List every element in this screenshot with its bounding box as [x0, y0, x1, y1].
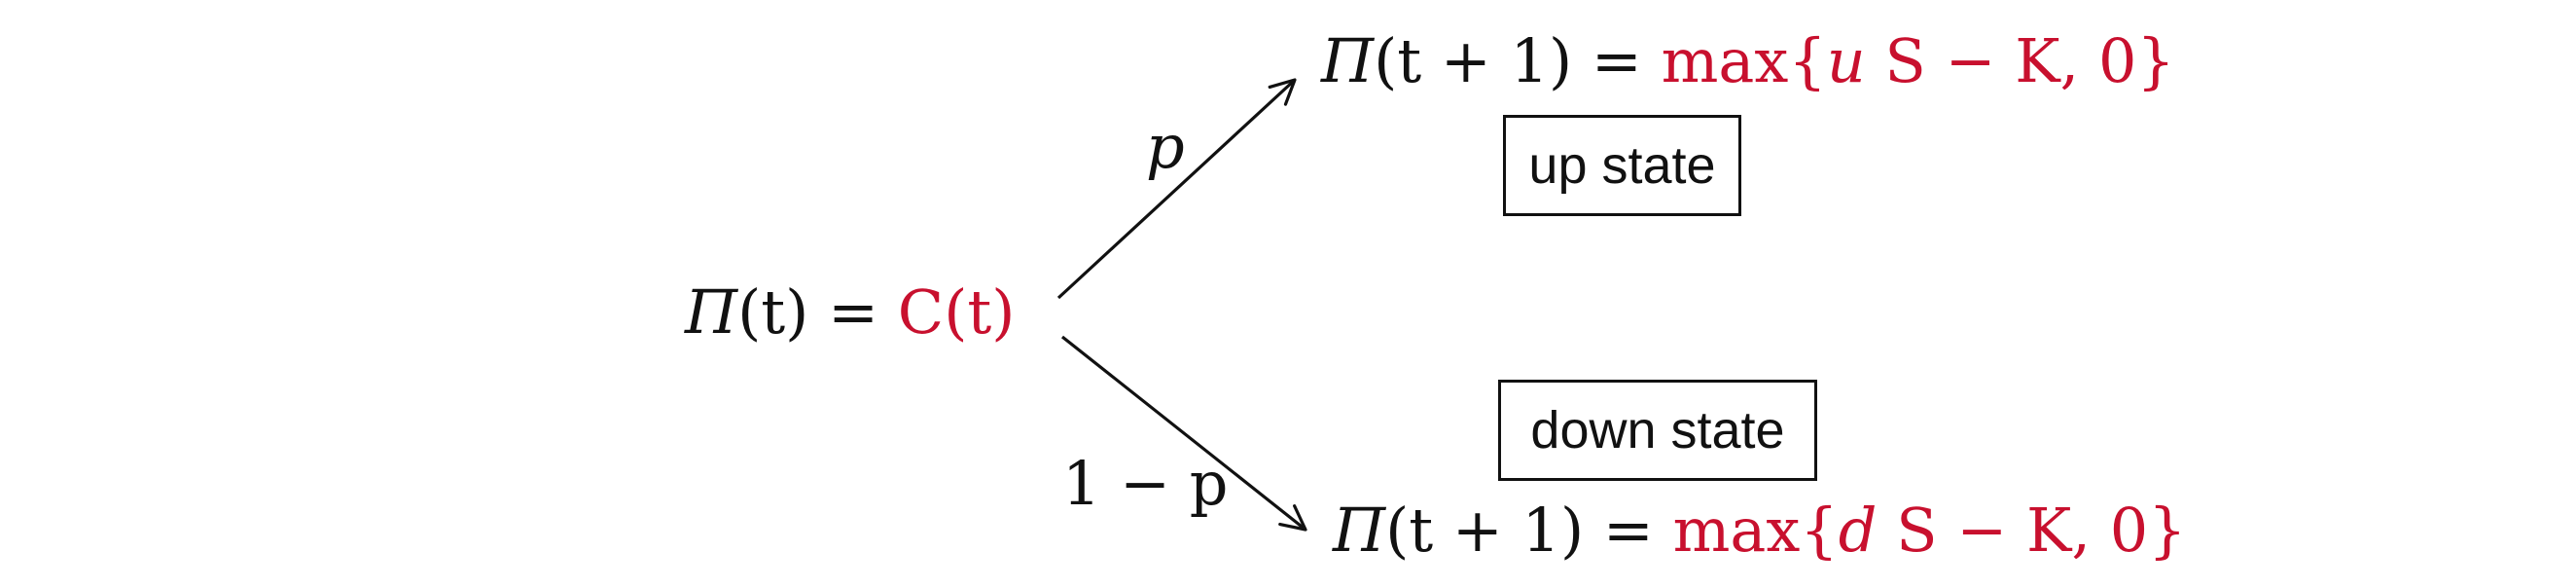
down-payoff: max{d S − K, 0}	[1672, 495, 2187, 566]
root-pi-symbol: Π	[685, 276, 738, 348]
down-equals: =	[1602, 495, 1654, 566]
down-pi-symbol: Π	[1333, 495, 1386, 566]
up-pi-symbol: Π	[1321, 25, 1375, 96]
root-value: C(t)	[897, 276, 1016, 348]
up-payoff: max{u S − K, 0}	[1661, 25, 2175, 96]
down-probability-label: 1 − p	[1062, 448, 1229, 519]
up-equals: =	[1591, 25, 1642, 96]
up-probability-label: p	[1146, 111, 1185, 182]
up-node-equation: Π(t + 1) = max{u S − K, 0}	[1321, 31, 2175, 92]
up-state-box: up state	[1503, 115, 1741, 216]
down-branch-arrow	[1061, 335, 1307, 532]
root-node-equation: Π(t) = C(t)	[685, 282, 1016, 343]
root-equals: =	[828, 276, 879, 348]
down-argument: (t + 1)	[1385, 495, 1585, 566]
up-argument: (t + 1)	[1374, 25, 1573, 96]
up-branch-arrow	[1056, 78, 1297, 300]
root-argument: (t)	[737, 276, 809, 348]
down-node-equation: Π(t + 1) = max{d S − K, 0}	[1333, 500, 2187, 561]
down-state-box: down state	[1498, 380, 1817, 481]
